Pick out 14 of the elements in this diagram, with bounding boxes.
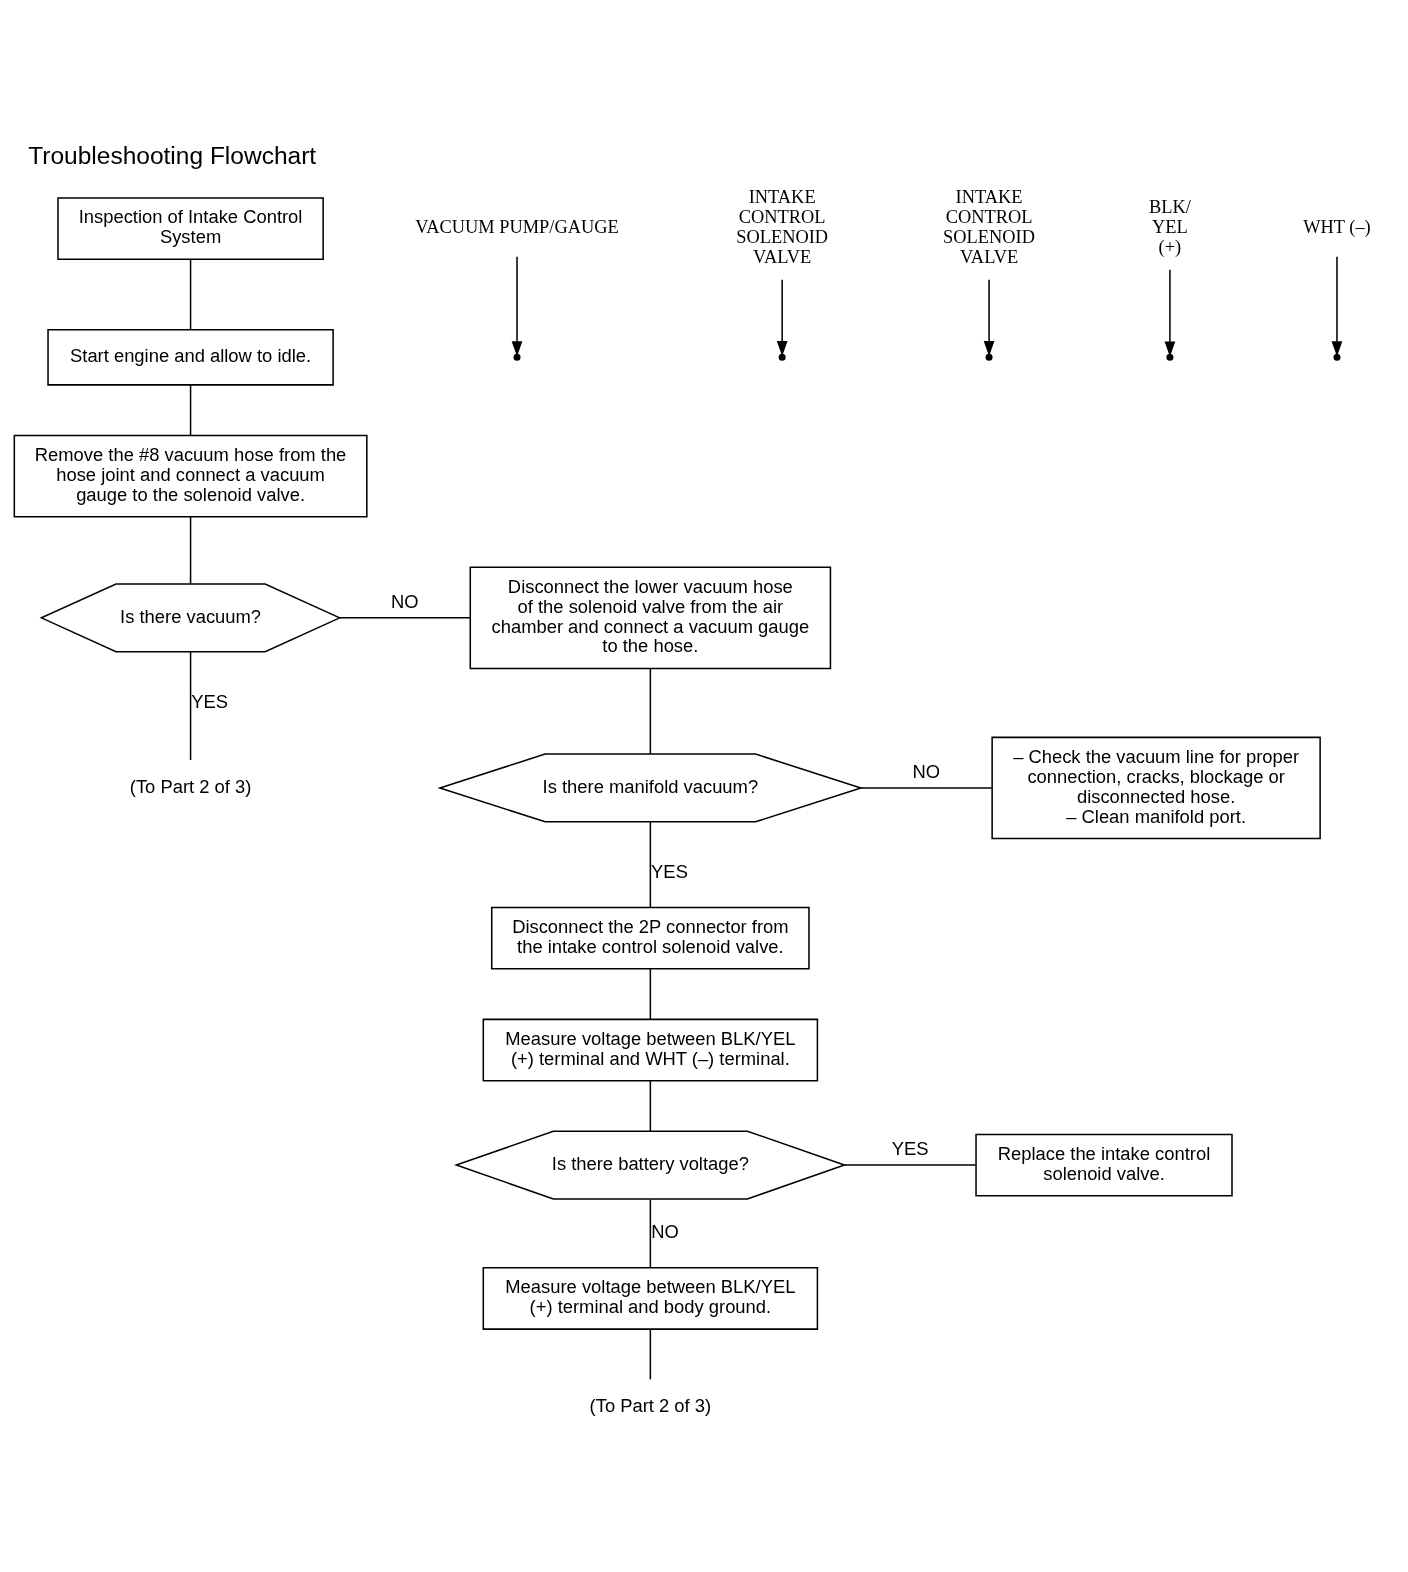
node-text: WHT (–)	[1303, 216, 1371, 237]
node-text: BLK/ YEL (+)	[1148, 196, 1191, 257]
edge-label: YES	[651, 860, 688, 882]
diagram-title: Troubleshooting Flowchart	[28, 141, 317, 169]
edge-label: YES	[891, 1137, 929, 1159]
edge-label: NO	[391, 590, 419, 612]
node-text: (To Part 2 of 3)	[129, 775, 252, 797]
edge-label: NO	[912, 760, 941, 782]
edge-label: NO	[651, 1220, 679, 1242]
node-text: INTAKE CONTROL SOLENOID VALVE	[736, 186, 829, 267]
node-text: VACUUM PUMP/GAUGE	[415, 216, 619, 237]
node-text: (To Part 2 of 3)	[589, 1394, 712, 1416]
edge-label: YES	[191, 690, 229, 712]
node-text: INTAKE CONTROL SOLENOID VALVE	[943, 186, 1036, 267]
